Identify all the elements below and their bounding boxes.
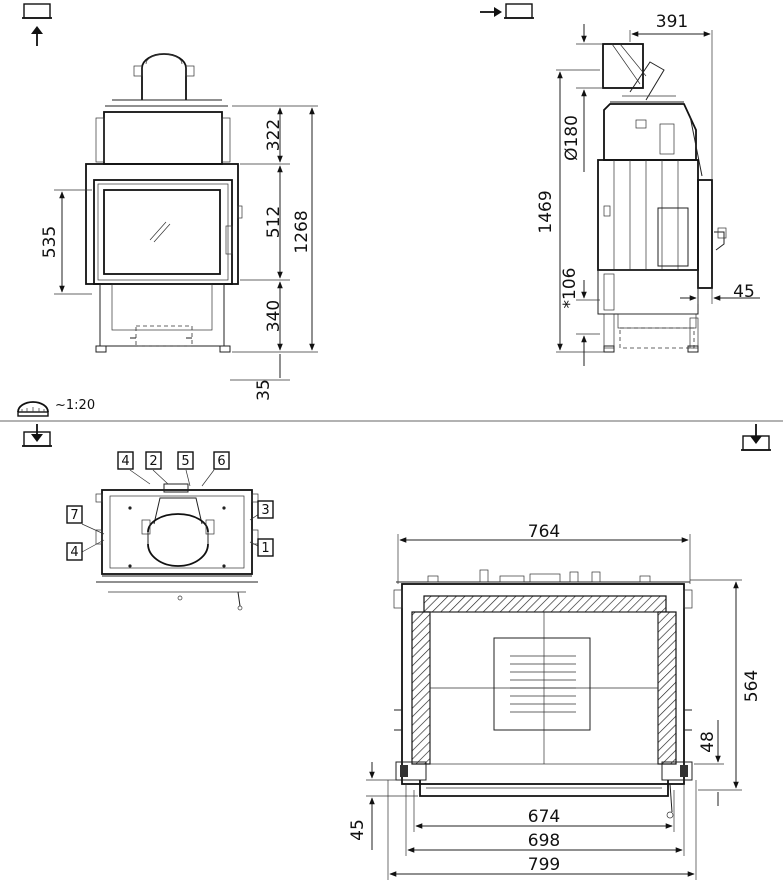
callout-5: 5 [177, 451, 194, 470]
svg-text:1: 1 [261, 541, 269, 556]
dim-top-section: 322 [264, 119, 284, 151]
dim-front-depth: 45 [348, 819, 368, 841]
svg-text:7: 7 [70, 508, 78, 523]
dim-total-height: 1268 [292, 210, 312, 253]
dim-inner-width: 674 [528, 807, 560, 827]
plan-view [366, 534, 742, 880]
dim-outer-top: 764 [528, 522, 560, 542]
callout-7: 7 [66, 505, 83, 524]
dim-total-height-side: 1469 [536, 190, 556, 233]
svg-text:3: 3 [261, 503, 269, 518]
scale-label: ~1:20 [55, 398, 95, 413]
svg-text:2: 2 [149, 454, 157, 469]
scale-ruler-icon [17, 401, 49, 417]
dim-depth: 564 [742, 670, 762, 702]
dim-total-width: 799 [528, 855, 560, 875]
dim-front-offset: 48 [698, 731, 718, 753]
callout-2: 2 [145, 451, 162, 470]
view-from-top-icon [22, 424, 52, 447]
dim-flue-diameter: Ø180 [562, 115, 582, 161]
side-view [556, 24, 760, 366]
svg-text:4: 4 [121, 454, 129, 469]
callout-1: 1 [257, 538, 274, 557]
dim-top-offset: 391 [656, 12, 688, 32]
front-view [54, 53, 318, 381]
dim-feet: 35 [254, 379, 274, 401]
view-section-icon [741, 424, 771, 451]
svg-text:4: 4 [70, 545, 78, 560]
callout-3: 3 [257, 500, 274, 519]
dim-middle-width: 698 [528, 831, 560, 851]
callout-4-top: 4 [117, 451, 134, 470]
svg-text:6: 6 [217, 454, 225, 469]
svg-text:5: 5 [181, 454, 189, 469]
dim-glass-height: 535 [40, 226, 60, 258]
callout-4-side: 4 [66, 542, 83, 561]
dim-door-height: 512 [264, 206, 284, 238]
top-view [81, 469, 263, 611]
view-from-side-icon [480, 3, 534, 19]
dim-bottom-section: 340 [264, 300, 284, 332]
dim-air-inlet: *106 [560, 268, 580, 309]
callout-6: 6 [213, 451, 230, 470]
dim-door-projection: 45 [733, 282, 755, 302]
view-from-above-icon [22, 3, 52, 46]
